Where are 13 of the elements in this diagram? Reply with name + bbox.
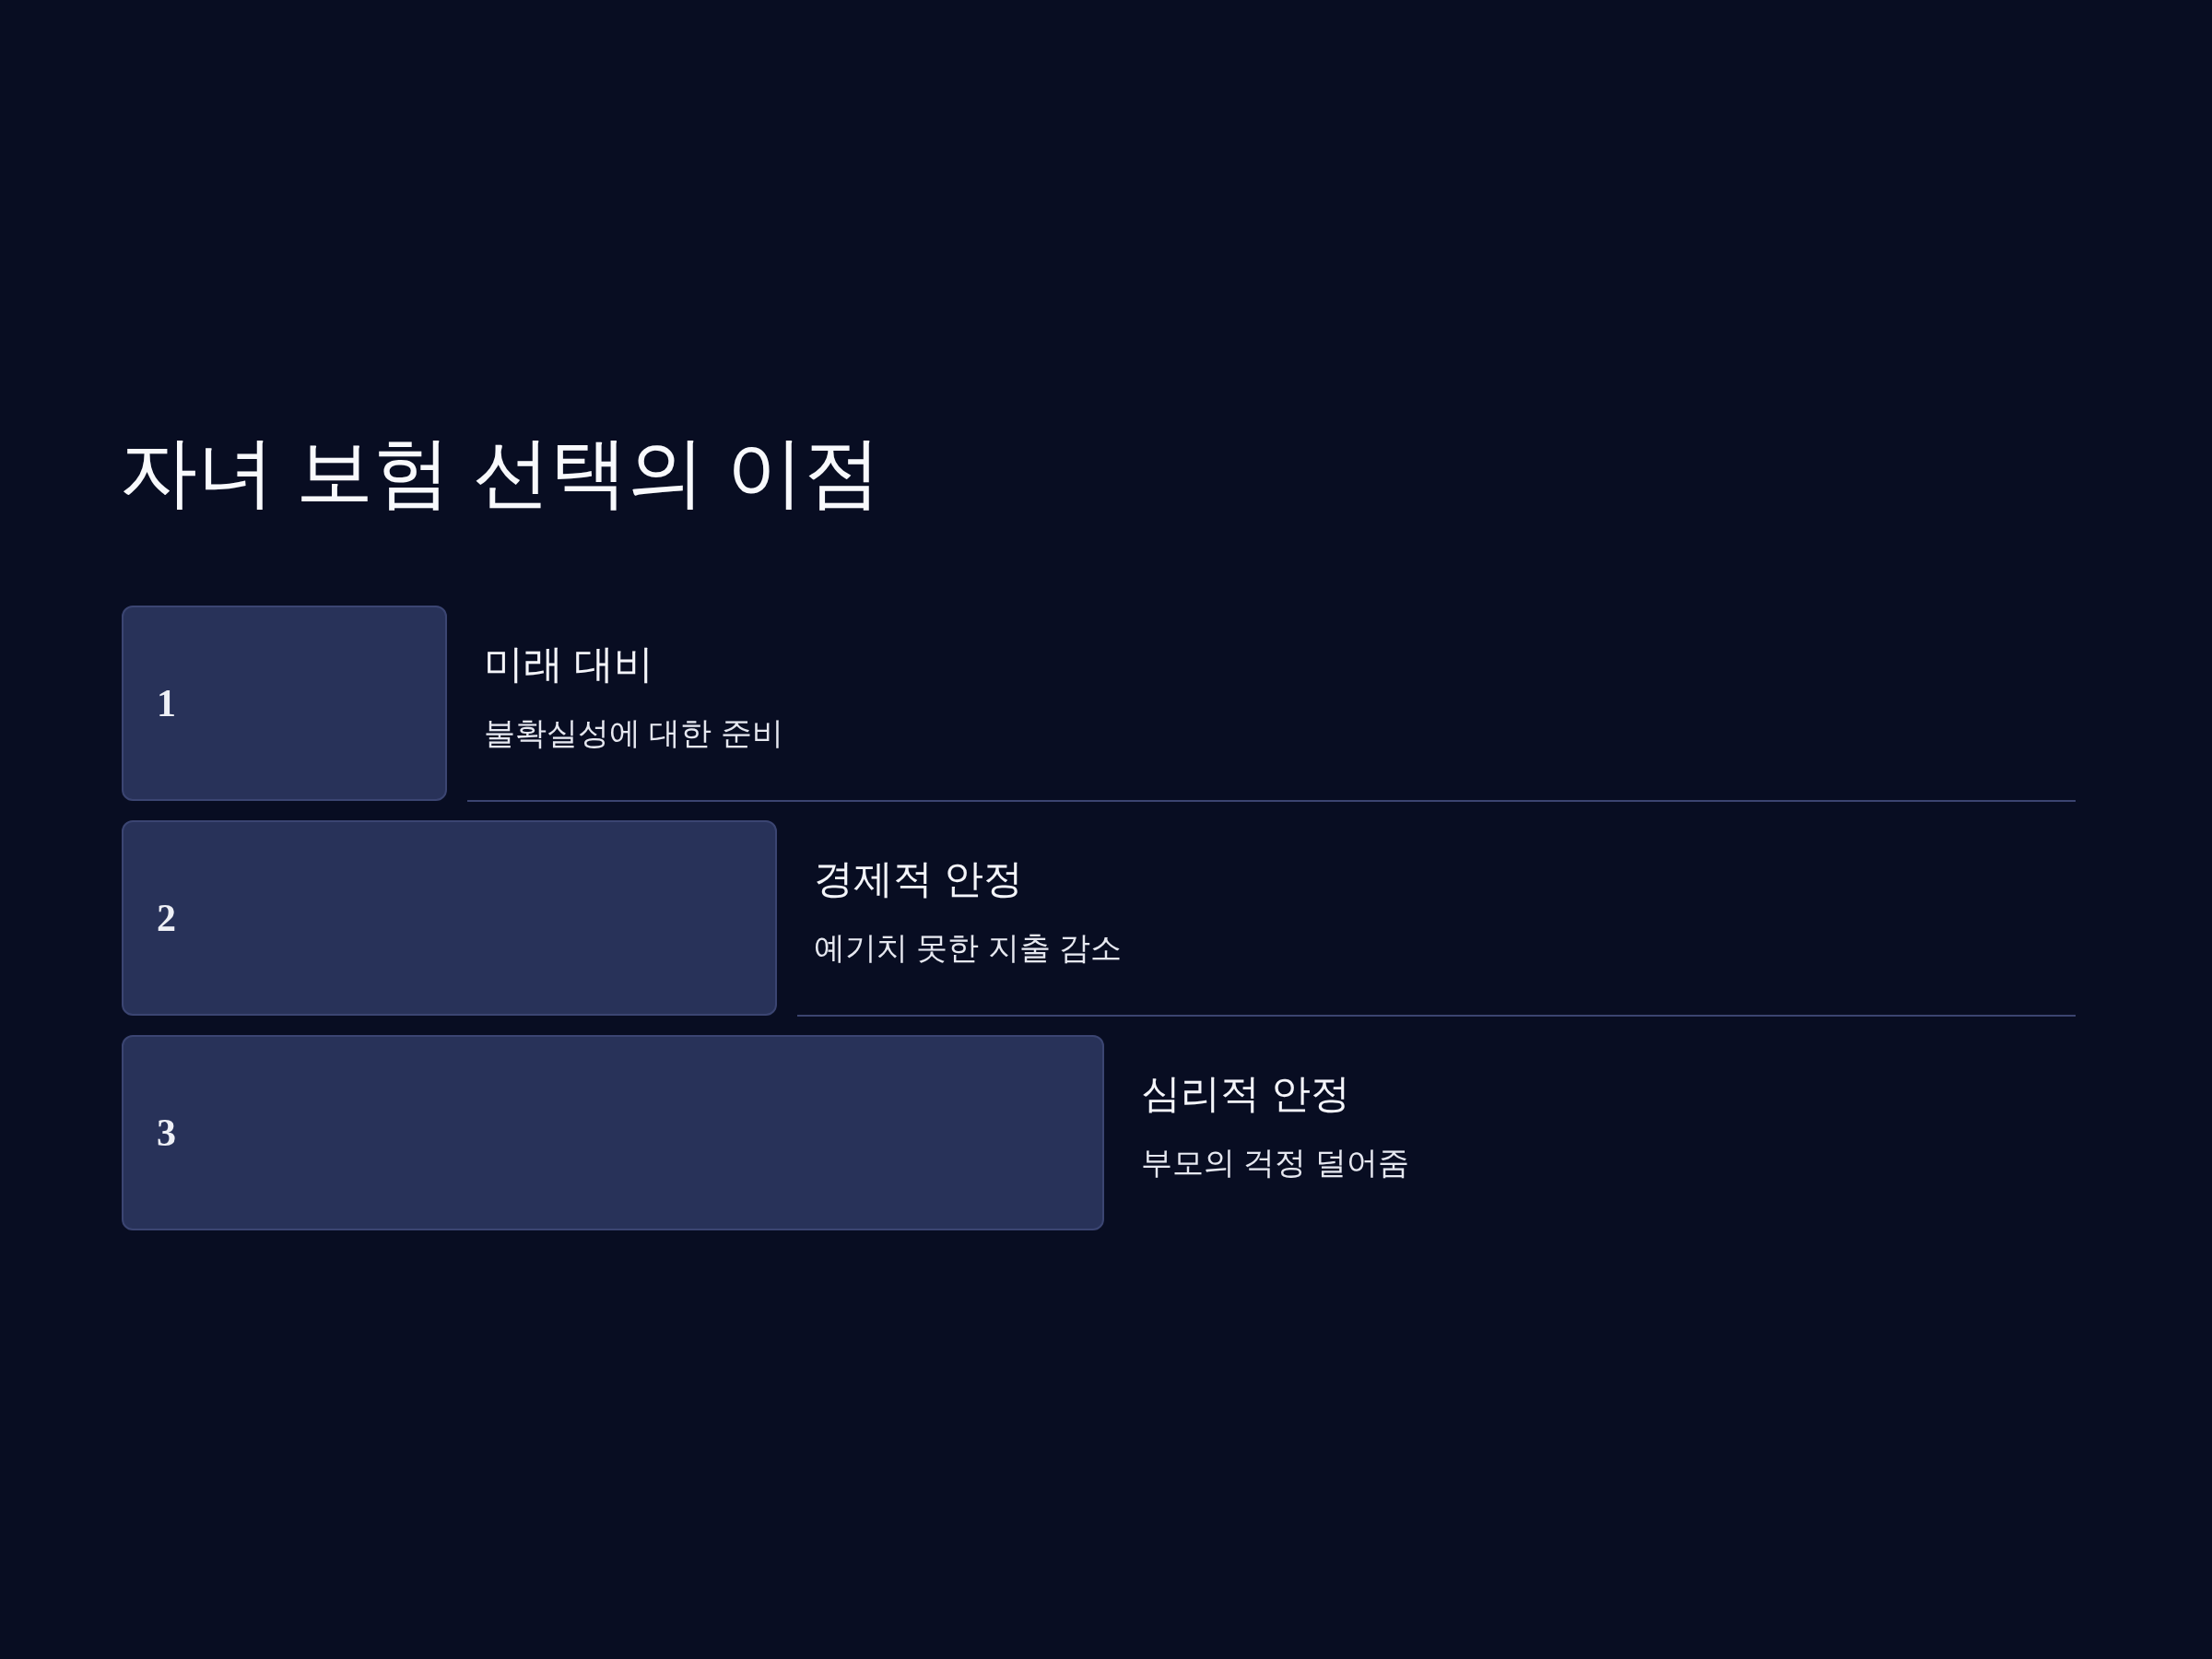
step-box [122,1035,1104,1230]
step-number: 2 [157,899,176,937]
step-number: 1 [157,684,176,723]
step-number: 3 [157,1113,176,1152]
step-description: 부모의 걱정 덜어줌 [1141,1144,1409,1182]
step-box [122,820,777,1016]
step-heading: 심리적 안정 [1141,1070,1350,1117]
step-heading: 경제적 안정 [814,855,1023,902]
step-box [122,606,447,801]
step-description: 불확실성에 대한 준비 [484,714,783,752]
title: 자녀 보험 선택의 이점 [120,428,881,517]
step-heading: 미래 대비 [484,641,653,688]
step-description: 예기치 못한 지출 감소 [814,929,1123,967]
